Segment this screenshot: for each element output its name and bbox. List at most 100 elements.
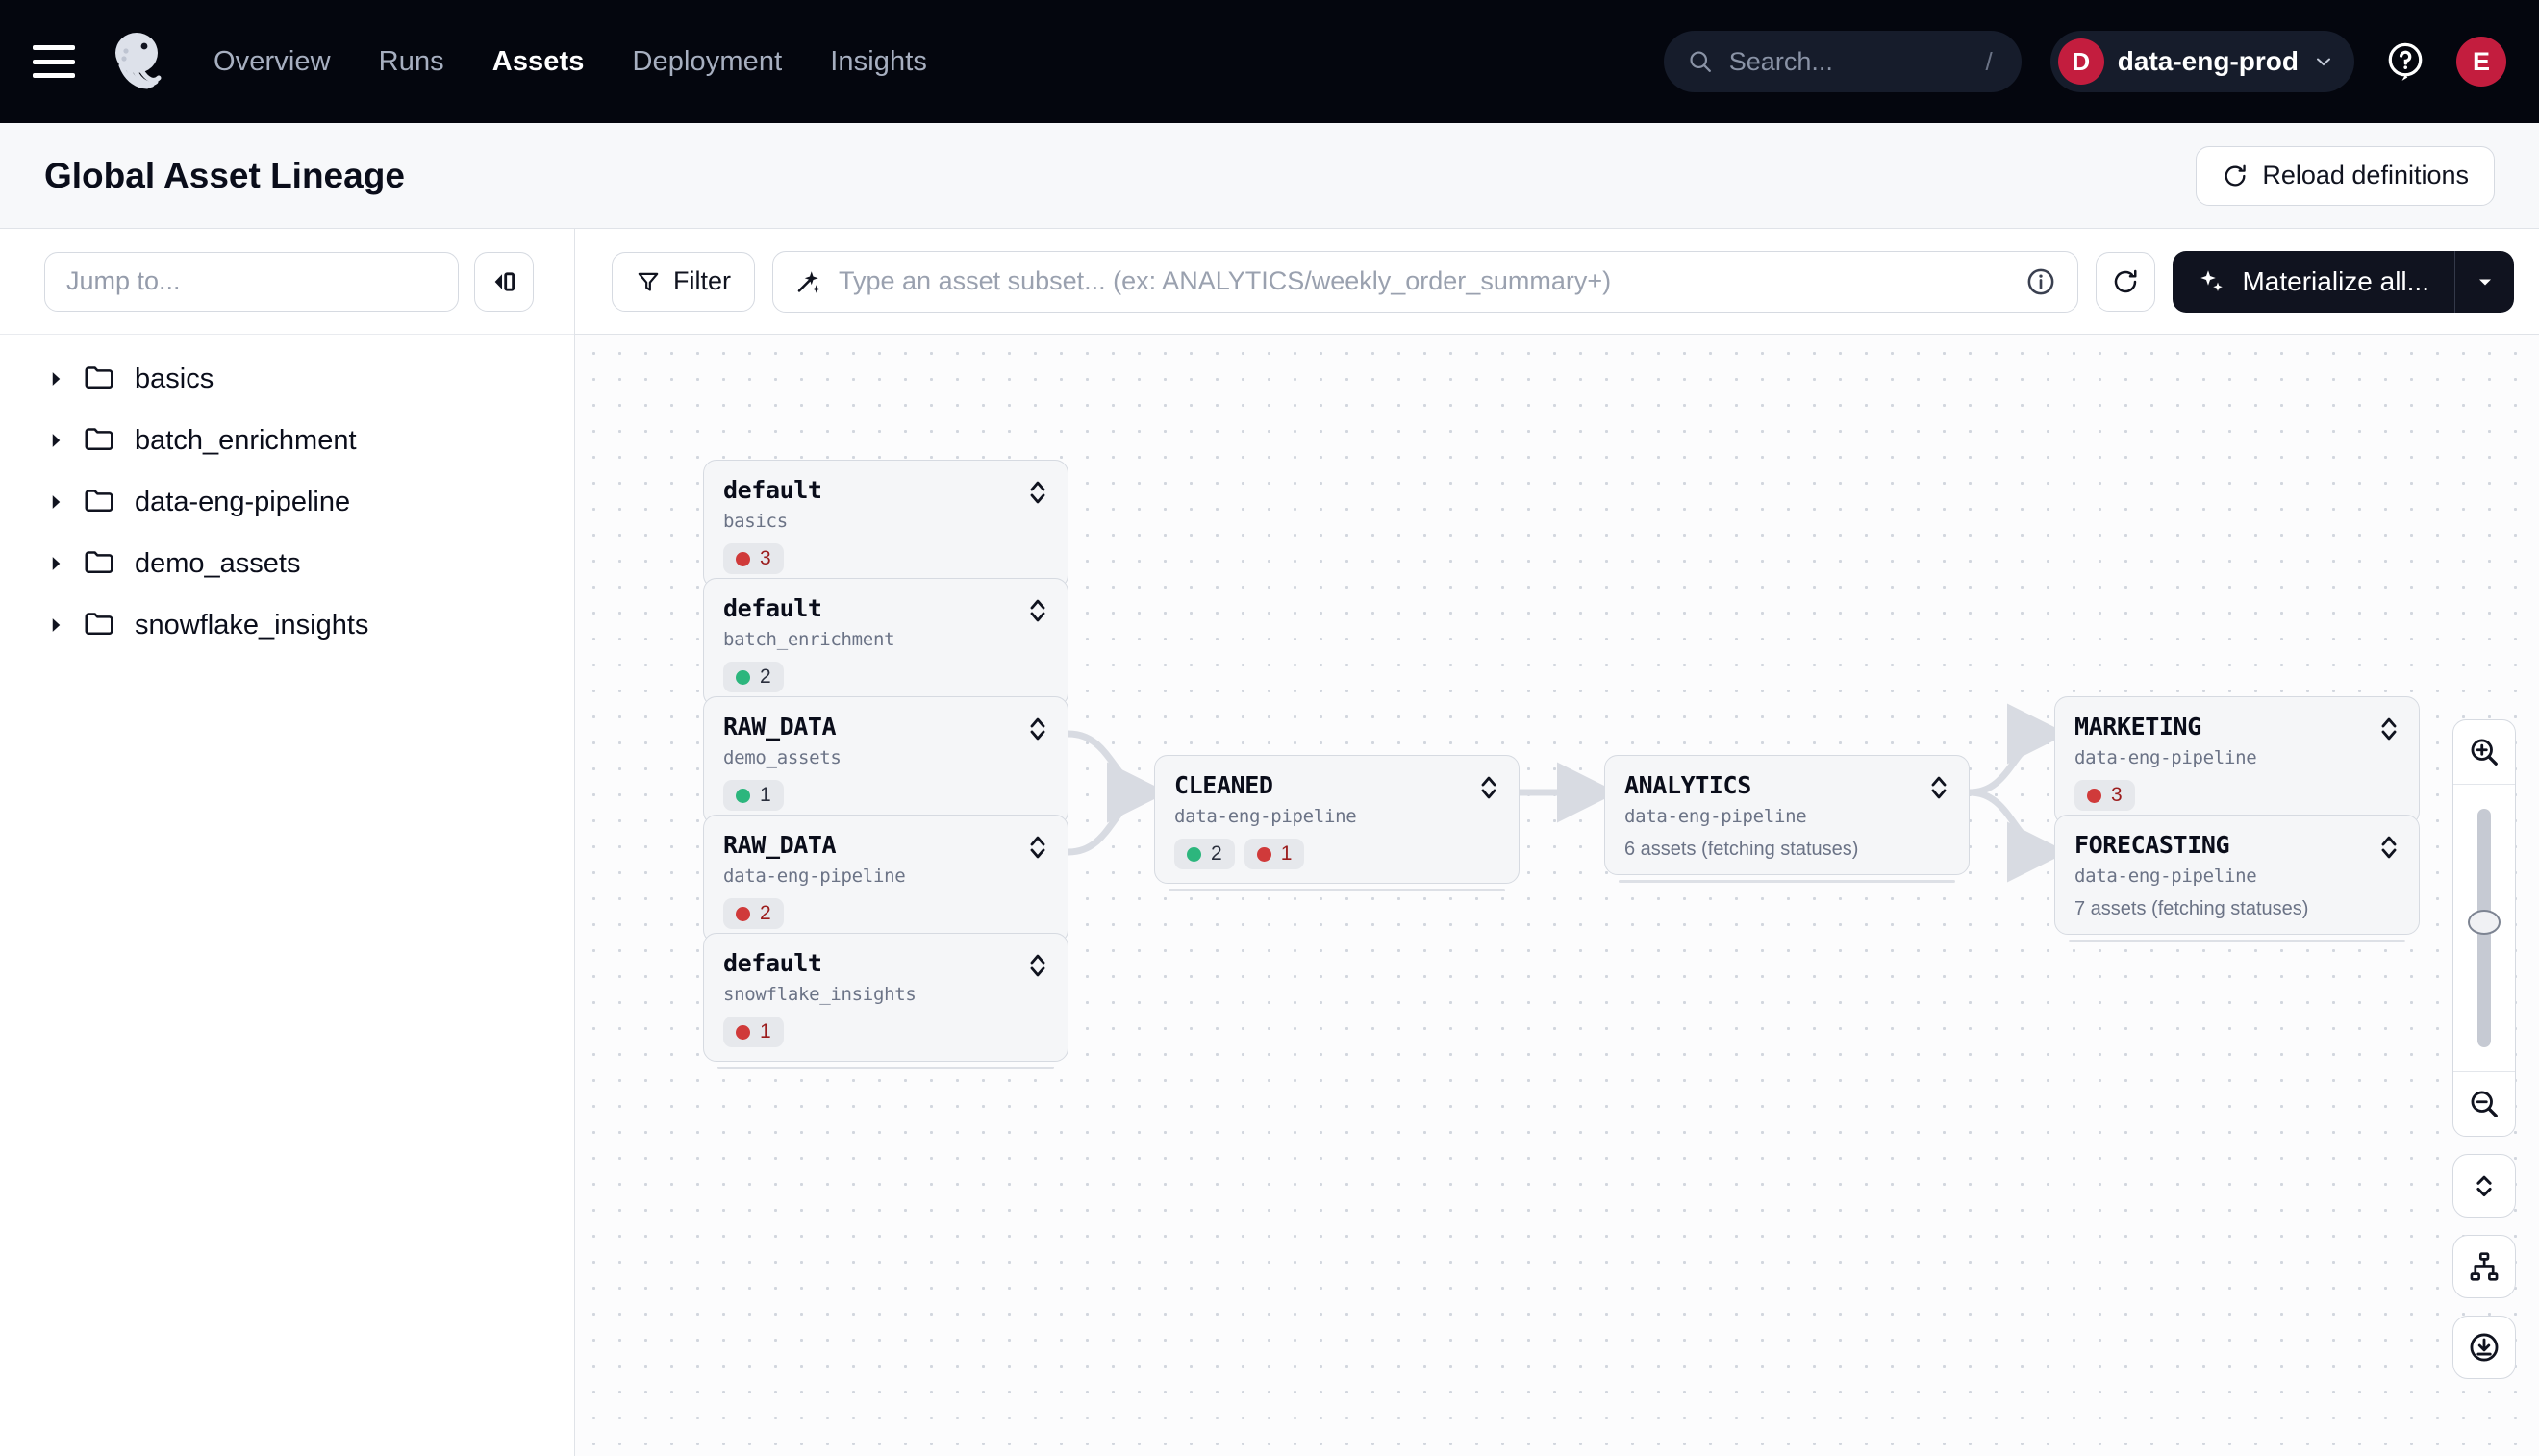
node-title: RAW_DATA: [723, 831, 837, 859]
materialize-all-label: Materialize all...: [2242, 265, 2429, 296]
status-badge-red[interactable]: 3: [2074, 780, 2135, 811]
sidebar-item-basics[interactable]: basics: [0, 348, 574, 410]
status-badge-count: 1: [1280, 842, 1293, 865]
reload-definitions-button[interactable]: Reload definitions: [2196, 145, 2495, 206]
asset-group-tree: basics batch_enrichment data-eng-pipelin: [0, 335, 574, 656]
sidebar-item-label: data-eng-pipeline: [135, 486, 351, 517]
node-subtitle: demo_assets: [723, 747, 842, 768]
deployment-picker[interactable]: D data-eng-prod: [2049, 31, 2354, 92]
folder-icon: [85, 611, 113, 640]
nav-link-overview[interactable]: Overview: [214, 45, 331, 77]
search-icon: [1690, 51, 1711, 72]
reload-definitions-label: Reload definitions: [2262, 161, 2469, 189]
nav-link-runs[interactable]: Runs: [378, 45, 444, 77]
filter-button[interactable]: Filter: [612, 251, 755, 312]
expand-collapse-stepper-icon[interactable]: [1027, 713, 1048, 743]
status-badge-count: 3: [2111, 784, 2123, 806]
node-header: RAW_DATA: [723, 831, 1048, 862]
node-subtitle: data-eng-pipeline: [1174, 806, 1357, 827]
status-badge-red[interactable]: 1: [723, 1017, 784, 1047]
sidebar-search-row: [0, 229, 574, 335]
zoom-slider[interactable]: [2453, 784, 2515, 1072]
refresh-graph-button[interactable]: [2096, 251, 2156, 312]
status-dot-red-icon: [1256, 846, 1271, 862]
info-circle-icon[interactable]: [2025, 266, 2056, 297]
status-badge-red[interactable]: 1: [1244, 839, 1305, 869]
node-header: MARKETING: [2074, 713, 2400, 743]
status-badge-red[interactable]: 2: [723, 898, 784, 929]
node-title: default: [723, 594, 822, 622]
node-title: default: [723, 476, 822, 504]
nav-link-deployment[interactable]: Deployment: [632, 45, 783, 77]
chevron-right-icon[interactable]: [48, 370, 63, 388]
sidebar-item-snowflake-insights[interactable]: snowflake_insights: [0, 594, 574, 656]
user-avatar[interactable]: E: [2456, 37, 2506, 87]
expand-collapse-stepper-icon[interactable]: [1027, 831, 1048, 862]
zoom-out-icon[interactable]: [2453, 1072, 2515, 1136]
sidebar-item-batch-enrichment[interactable]: batch_enrichment: [0, 410, 574, 471]
expand-collapse-stepper-icon[interactable]: [1027, 949, 1048, 980]
expand-collapse-stepper-icon[interactable]: [2378, 713, 2400, 743]
materialize-all-button[interactable]: Materialize all...: [2173, 250, 2454, 313]
chevron-down-icon: [2317, 58, 2330, 66]
search-input[interactable]: Search... /: [1663, 31, 2022, 92]
asset-node-basics-default[interactable]: default basics 3: [703, 460, 1068, 596]
body-split: basics batch_enrichment data-eng-pipelin: [0, 229, 2539, 1456]
hierarchy-layout-icon[interactable]: [2452, 1235, 2516, 1298]
collapse-sidebar-icon[interactable]: [474, 251, 534, 312]
expand-collapse-stepper-icon[interactable]: [1928, 771, 1949, 802]
expand-collapse-stepper-icon[interactable]: [1027, 476, 1048, 507]
nav-link-assets[interactable]: Assets: [491, 45, 585, 77]
chevron-right-icon[interactable]: [48, 616, 63, 634]
zoom-stack: [2452, 719, 2516, 1137]
status-badge-green[interactable]: 2: [1174, 839, 1235, 869]
sidebar-item-label: batch_enrichment: [135, 424, 357, 456]
node-subtitle: basics: [723, 511, 788, 532]
folder-icon: [85, 488, 113, 517]
node-status-badges: 1: [723, 780, 1048, 811]
zoom-slider-thumb[interactable]: [2468, 910, 2501, 935]
asset-node-batch-default[interactable]: default batch_enrichment 2: [703, 578, 1068, 715]
asset-group-sidebar: basics batch_enrichment data-eng-pipelin: [0, 229, 575, 1456]
status-badge-green[interactable]: 1: [723, 780, 784, 811]
status-badge-count: 1: [760, 784, 771, 806]
zoom-in-icon[interactable]: [2453, 720, 2515, 784]
hamburger-menu-icon[interactable]: [33, 45, 75, 78]
chevron-right-icon[interactable]: [48, 493, 63, 511]
chevron-right-icon[interactable]: [48, 432, 63, 449]
download-icon[interactable]: [2452, 1316, 2516, 1379]
asset-node-pipeline-raw-data[interactable]: RAW_DATA data-eng-pipeline 2: [703, 815, 1068, 951]
expand-collapse-stepper-icon[interactable]: [1027, 594, 1048, 625]
status-badge-green[interactable]: 2: [723, 662, 784, 692]
expand-collapse-stepper-icon[interactable]: [1478, 771, 1499, 802]
expand-collapse-icon[interactable]: [2452, 1154, 2516, 1218]
nav-link-insights[interactable]: Insights: [830, 45, 927, 77]
materialize-button-group: Materialize all...: [2173, 250, 2514, 313]
sidebar-item-data-eng-pipeline[interactable]: data-eng-pipeline: [0, 471, 574, 533]
refresh-icon: [2225, 164, 2247, 186]
asset-subset-input[interactable]: Type an asset subset... (ex: ANALYTICS/w…: [772, 250, 2079, 313]
sidebar-item-demo-assets[interactable]: demo_assets: [0, 533, 574, 594]
status-badge-count: 1: [760, 1020, 771, 1042]
status-dot-red-icon: [2087, 788, 2101, 803]
node-subtitle: data-eng-pipeline: [723, 866, 906, 887]
node-subtitle: snowflake_insights: [723, 984, 917, 1005]
node-title: FORECASTING: [2074, 831, 2230, 859]
node-subtitle: batch_enrichment: [723, 629, 895, 650]
expand-collapse-stepper-icon[interactable]: [2378, 831, 2400, 862]
help-circle-icon[interactable]: [2383, 39, 2427, 84]
sidebar-item-label: snowflake_insights: [135, 609, 369, 640]
status-badge-red[interactable]: 3: [723, 543, 784, 574]
jump-to-input[interactable]: [44, 251, 459, 312]
caret-down-icon[interactable]: [2454, 250, 2514, 313]
dagster-logo-icon[interactable]: [100, 25, 173, 98]
chevron-right-icon[interactable]: [48, 555, 63, 572]
